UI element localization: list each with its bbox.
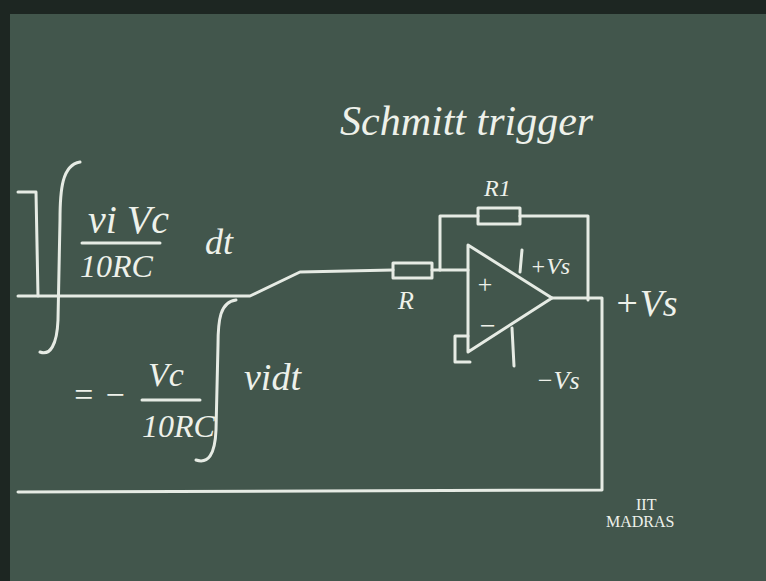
input-wire <box>432 269 468 272</box>
fraction-bar <box>82 242 160 245</box>
resistor-symbol <box>478 208 520 224</box>
board-edge-left <box>0 0 10 581</box>
pin-label: − <box>478 312 497 340</box>
supply-label: +Vs <box>530 254 570 278</box>
board-edge-top <box>0 0 766 14</box>
formula-term: Vc <box>148 358 184 392</box>
formula-term: 10RC <box>142 410 215 442</box>
integral-sign <box>40 162 80 353</box>
pin-label: + <box>476 272 494 298</box>
input-wire <box>18 270 393 296</box>
formula-term: vi Vc <box>88 200 169 240</box>
fraction-bar <box>142 399 200 402</box>
watermark: MADRAS <box>606 514 674 530</box>
formula-term: vidt <box>244 358 301 396</box>
resistor-symbol <box>393 263 432 278</box>
left-stub-wire <box>18 192 38 296</box>
formula-term: dt <box>205 224 233 260</box>
supply-wire <box>512 328 514 366</box>
supply-label: −Vs <box>536 368 580 394</box>
supply-wire <box>520 250 522 272</box>
feedback-wire <box>440 216 588 300</box>
output-label: +Vs <box>614 284 678 322</box>
output-wire <box>18 298 602 492</box>
watermark: IIT <box>636 497 656 513</box>
board-heading: Schmitt trigger <box>340 100 593 142</box>
ground-wire <box>455 336 470 362</box>
resistor-label: R <box>398 288 414 314</box>
formula-term: = − <box>72 378 126 412</box>
formula-term: 10RC <box>80 250 153 282</box>
resistor-label: R1 <box>484 176 511 200</box>
